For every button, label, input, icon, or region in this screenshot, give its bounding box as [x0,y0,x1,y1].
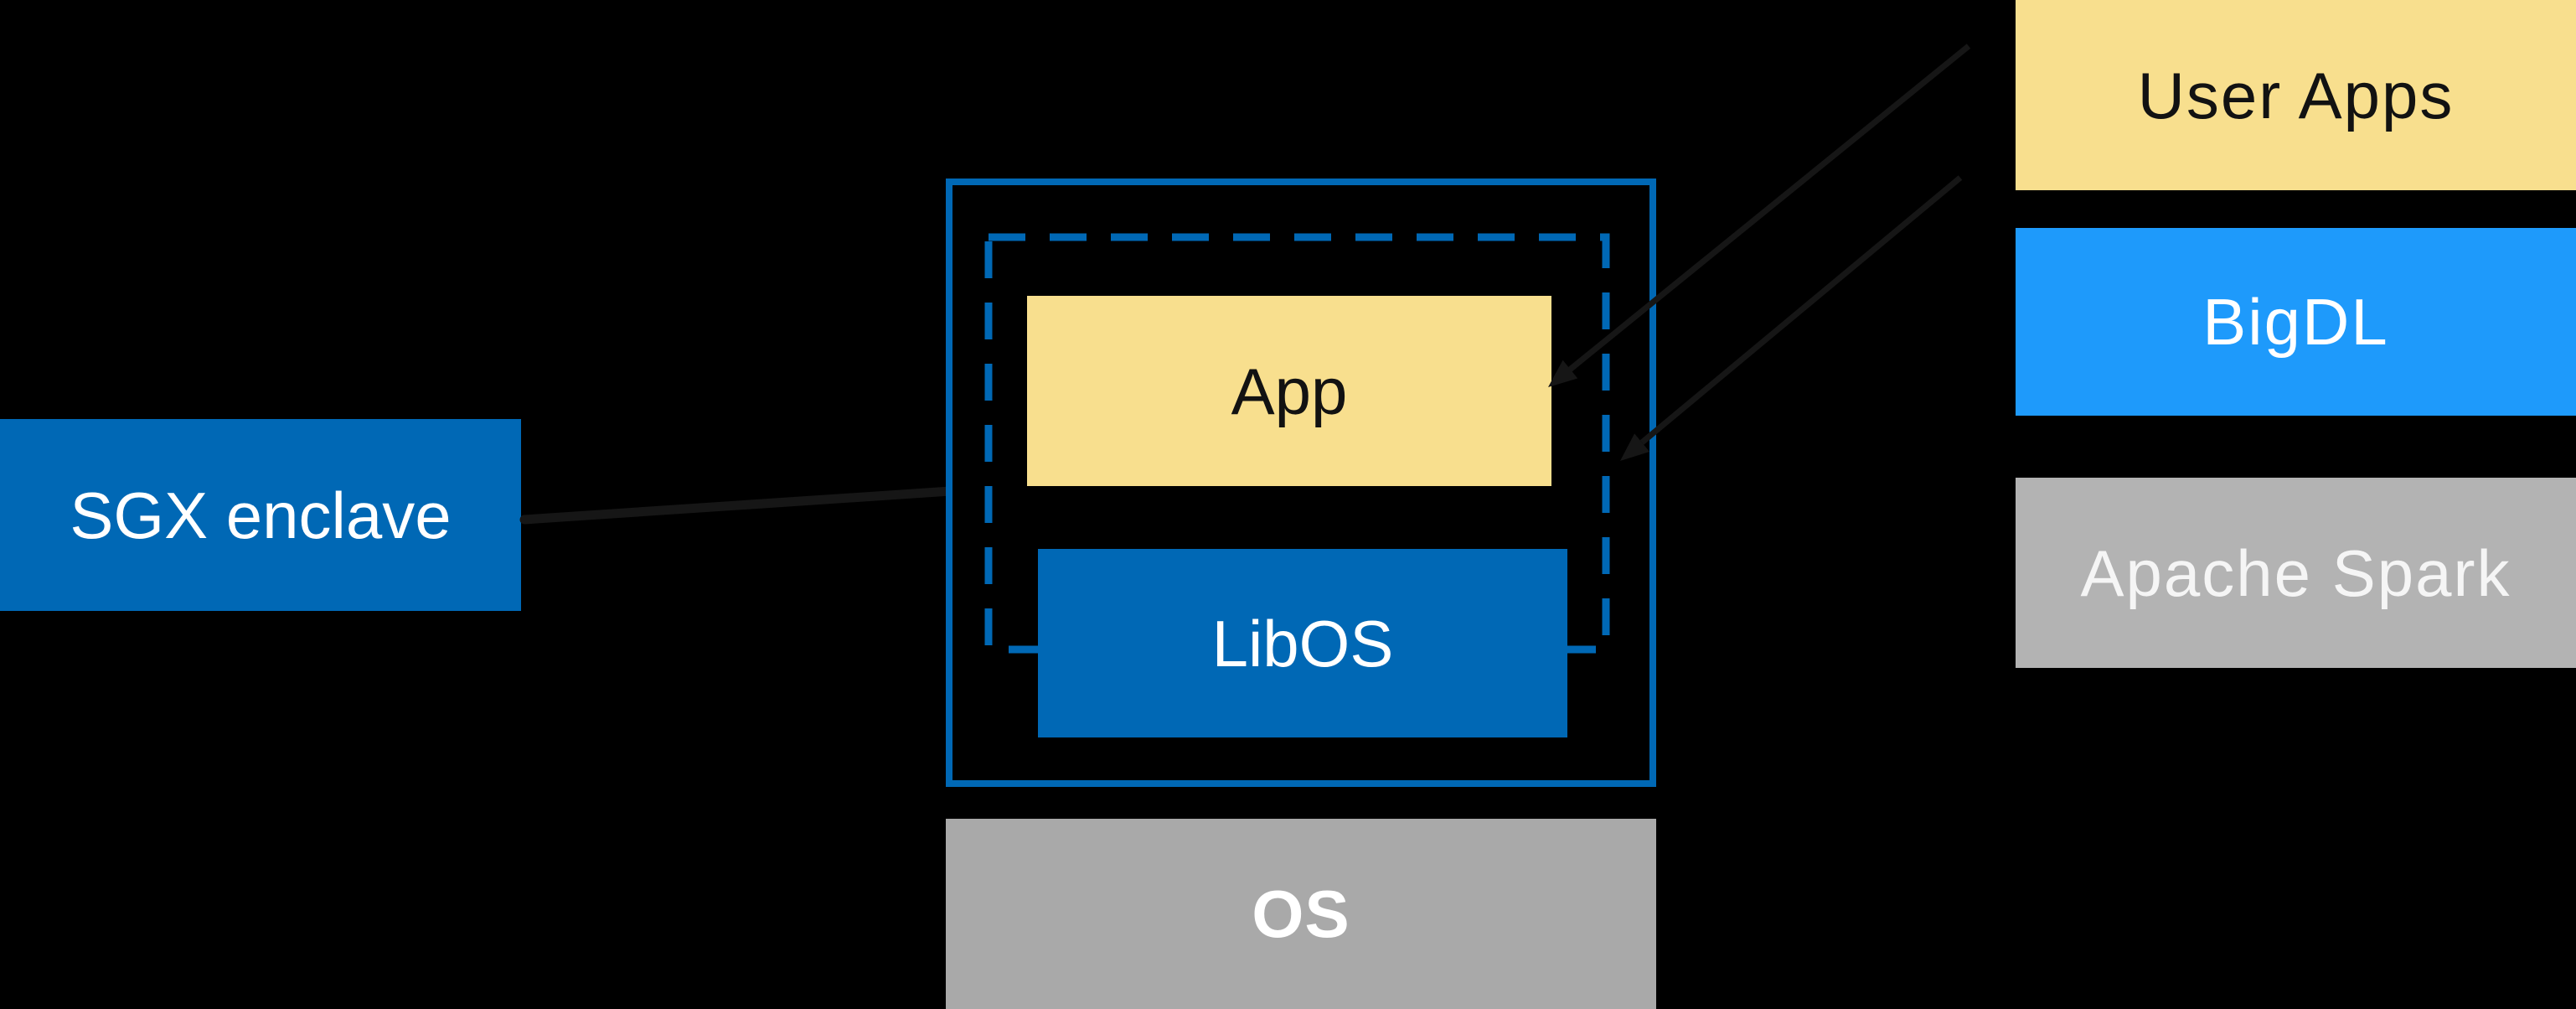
apache-spark-box: Apache Spark [2016,478,2576,668]
user-apps-label: User Apps [2137,58,2455,132]
sgx-enclave-callout-box: SGX enclave [0,419,521,611]
bigdl-label: BigDL [2202,285,2389,359]
os-box: OS [946,819,1656,1009]
sgx-callout-connector-line [519,485,968,525]
user-apps-box: User Apps [2016,0,2576,190]
libos-label: LibOS [1211,606,1394,680]
libos-box: LibOS [1038,549,1567,737]
app-label: App [1231,354,1348,428]
sgx-enclave-label: SGX enclave [70,478,452,552]
bigdl-box: BigDL [2016,228,2576,416]
os-label: OS [1252,876,1350,951]
stack-to-enclave-connector-line [1639,175,1963,445]
app-box: App [1027,296,1551,486]
apache-spark-label: Apache Spark [2080,536,2511,610]
